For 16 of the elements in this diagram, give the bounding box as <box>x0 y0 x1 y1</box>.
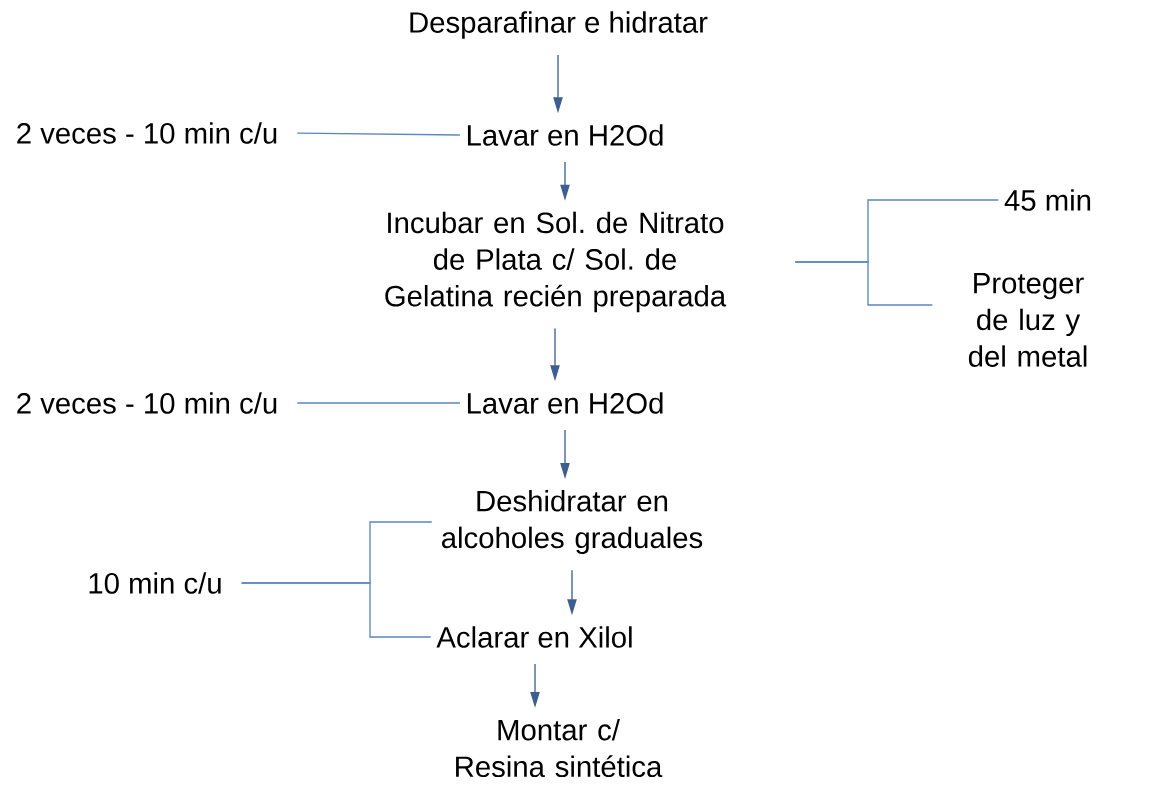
note-text: Proteger de luz y del metal <box>968 273 1087 367</box>
note-text: 45 min <box>1004 189 1091 211</box>
note-text: 2 veces - 10 min c/u <box>17 122 277 144</box>
connector-line <box>296 402 461 404</box>
step-text: Lavar en H2Od <box>467 124 663 146</box>
step-text: Aclarar en Xilol <box>436 626 632 648</box>
step-text: Montar c/ Resina sintética <box>456 718 663 778</box>
bracket-line <box>794 261 934 306</box>
step-text: Desparafinar e hidratar <box>410 11 708 39</box>
note-text: 10 min c/u <box>89 572 221 594</box>
step-text: Incubar en Sol. de Nitrato de Plata c/ Sol. de Gelatina recién preparada <box>385 211 727 313</box>
connector-line <box>296 132 461 136</box>
step-text: Deshidratar en alcoholes graduales <box>442 490 703 554</box>
note-text: 2 veces - 10 min c/u <box>17 392 277 414</box>
bracket-line <box>240 582 432 638</box>
step-text: Lavar en H2Od <box>467 392 663 414</box>
